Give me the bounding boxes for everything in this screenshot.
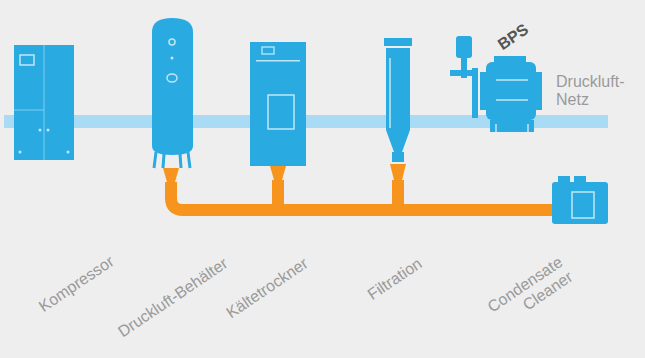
- compressor-icon: [14, 45, 74, 160]
- receiver-tank: [152, 18, 193, 182]
- filter-housing: [384, 38, 412, 180]
- pump-label: BPS: [495, 21, 532, 54]
- condensate-drop: [272, 180, 284, 206]
- network-label: Druckluft- Netz: [556, 73, 640, 109]
- component-label: Kältetrockner: [223, 255, 311, 323]
- condensate-pipe: [171, 182, 556, 210]
- component-label: Druckluft-Behälter: [115, 255, 231, 342]
- booster-pump: [450, 36, 542, 132]
- condensate-cleaner: [552, 176, 608, 224]
- condensate-drop: [392, 180, 404, 206]
- component-label: Condensate Cleaner: [480, 253, 576, 334]
- component-label: Kompressor: [35, 253, 117, 316]
- component-label: Filtration: [364, 255, 425, 304]
- refrigeration-dryer: [250, 42, 306, 180]
